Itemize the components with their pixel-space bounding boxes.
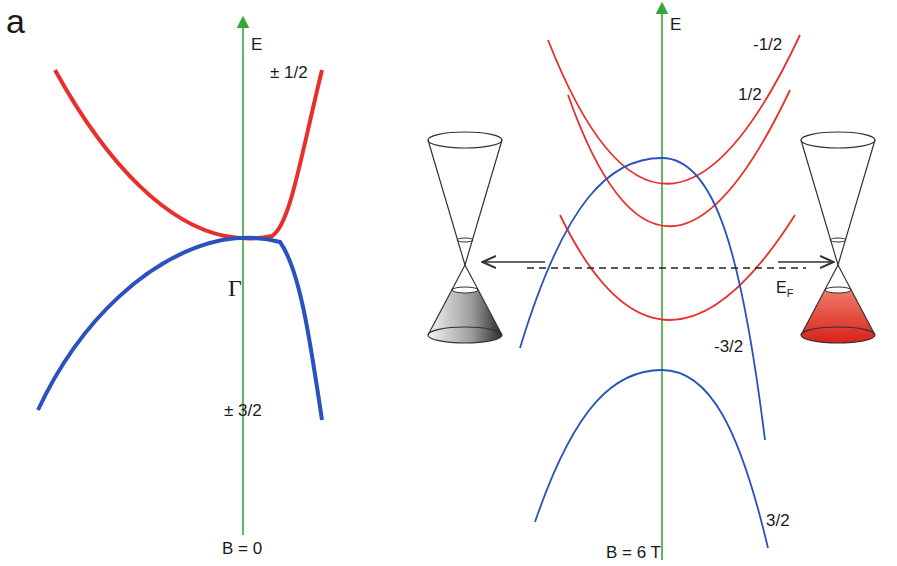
energy-axis — [242, 22, 244, 535]
spin-label: -1/2 — [753, 36, 782, 53]
pointer-arrow — [484, 261, 545, 263]
spin-band — [520, 158, 765, 440]
conduction-band — [55, 70, 322, 238]
panel-letter: a — [6, 4, 25, 38]
dirac-cone — [801, 132, 875, 343]
spin-label: 1/2 — [738, 86, 762, 103]
spin-label: 3/2 — [766, 512, 790, 529]
fermi-label: EF — [776, 280, 793, 299]
field-label: B = 6 T — [606, 544, 661, 561]
dirac-cone — [428, 132, 502, 343]
axis-label: E — [251, 36, 262, 53]
valence-band — [38, 238, 322, 420]
point-label: Γ — [228, 276, 242, 300]
spin-band — [568, 90, 790, 226]
fermi-level — [527, 267, 806, 269]
spin-band — [535, 370, 768, 548]
spin-band — [548, 35, 800, 184]
spin-label: ± 1/2 — [270, 64, 308, 81]
axis-label: E — [670, 16, 681, 33]
energy-axis — [661, 8, 663, 560]
pointer-arrow — [778, 261, 832, 263]
spin-label: ± 3/2 — [224, 402, 262, 419]
spin-label: -3/2 — [714, 338, 743, 355]
field-label: B = 0 — [222, 540, 262, 557]
